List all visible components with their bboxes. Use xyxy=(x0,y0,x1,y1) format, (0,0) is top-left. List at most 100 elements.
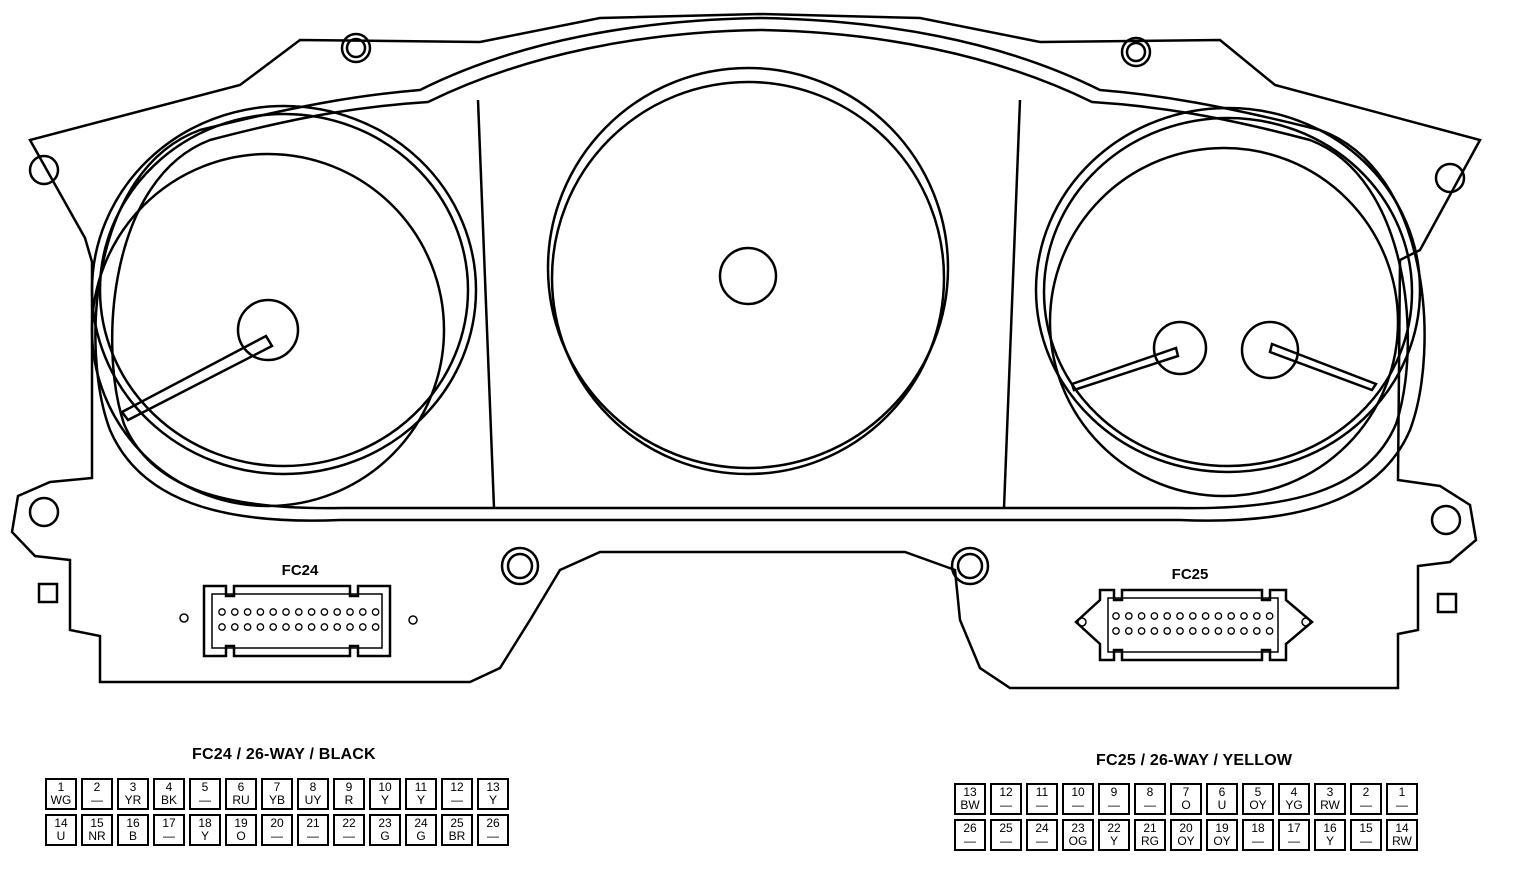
wire-color: — xyxy=(307,829,319,843)
wire-color: U xyxy=(56,829,66,843)
wire-color: — xyxy=(1036,834,1048,848)
wire-color: — xyxy=(1144,798,1156,812)
wire-color: — xyxy=(1252,834,1264,848)
pin-cell: 10— xyxy=(1062,783,1094,815)
wire-color: O xyxy=(236,829,246,843)
pin-number: 26 xyxy=(486,816,500,830)
divider-right xyxy=(1002,99,1022,509)
pin-number: 4 xyxy=(1290,785,1298,799)
left-gauge-mid xyxy=(98,112,470,468)
wire-color: — xyxy=(487,829,499,843)
wire-color: Y xyxy=(1109,834,1118,848)
pin-number: 13 xyxy=(486,780,500,794)
pin-number: 2 xyxy=(93,780,101,794)
center-gauge-outer xyxy=(546,66,950,470)
wire-color: OY xyxy=(1177,834,1195,848)
wire-color: — xyxy=(1000,798,1012,812)
wire-color: BW xyxy=(960,798,980,812)
wire-color: YG xyxy=(1285,798,1303,812)
connector-pin-hole xyxy=(371,608,380,616)
connector-pin-hole xyxy=(230,608,239,616)
pin-number: 20 xyxy=(270,816,284,830)
bezel-rim-inner xyxy=(111,28,1409,510)
pin-number: 3 xyxy=(1326,785,1334,799)
connector-pin-hole xyxy=(294,623,303,631)
connector-pin-hole xyxy=(1201,627,1210,635)
pin-cell: 5— xyxy=(189,778,221,810)
connector-pin-hole xyxy=(333,608,342,616)
pin-number: 15 xyxy=(90,816,104,830)
wire-color: O xyxy=(1181,798,1191,812)
connector-pin-hole xyxy=(294,608,303,616)
pin-number: 17 xyxy=(1287,821,1301,835)
connector-pin-hole xyxy=(1176,627,1184,635)
connector-pin-hole xyxy=(1265,612,1274,620)
pin-cell: 18— xyxy=(1242,819,1274,851)
wire-color: G xyxy=(380,829,390,843)
pin-number: 25 xyxy=(999,821,1013,835)
wire-color: OG xyxy=(1068,834,1088,848)
connector-pin-hole xyxy=(307,608,316,616)
pin-number: 25 xyxy=(450,816,464,830)
connector-pin-hole xyxy=(1201,612,1210,620)
wire-color: UY xyxy=(304,793,322,807)
wire-color: Y xyxy=(380,793,389,807)
connector-pin-hole xyxy=(1112,612,1120,620)
wire-color: — xyxy=(964,834,976,848)
connector-pin-hole xyxy=(320,608,329,616)
right-gauge-needle-right xyxy=(1268,342,1378,392)
pin-number: 13 xyxy=(963,785,977,799)
connector-pin-hole xyxy=(346,623,354,631)
pin-cell: 24— xyxy=(1026,819,1058,851)
wire-color: — xyxy=(451,793,463,807)
pin-number: 5 xyxy=(201,780,209,794)
pin-cell: 26— xyxy=(954,819,986,851)
center-gauge-dial xyxy=(550,80,946,476)
pin-number: 6 xyxy=(1218,785,1226,799)
right-gauge-hub-right xyxy=(1240,320,1300,380)
connector-pin-hole xyxy=(256,608,265,616)
wire-color: — xyxy=(343,829,355,843)
pin-number: 7 xyxy=(1182,785,1190,799)
pin-number: 1 xyxy=(57,780,65,794)
connector-pin-hole xyxy=(282,623,290,631)
wire-color: Y xyxy=(1325,834,1334,848)
pin-cell: 21— xyxy=(297,814,329,846)
pin-number: 12 xyxy=(999,785,1013,799)
connector-pin-hole xyxy=(282,608,290,616)
pin-number: 14 xyxy=(54,816,68,830)
wire-color: YB xyxy=(268,793,285,807)
connector-pin-hole xyxy=(1124,612,1133,620)
pin-number: 19 xyxy=(1215,821,1229,835)
pin-number: 24 xyxy=(1035,821,1049,835)
connector-pin-hole xyxy=(269,608,278,616)
pin-cell: 8— xyxy=(1134,783,1166,815)
wire-color: OY xyxy=(1249,798,1267,812)
wire-color: — xyxy=(199,793,211,807)
connector-pin-hole xyxy=(1227,612,1236,620)
pin-cell: 26— xyxy=(477,814,509,846)
pin-number: 18 xyxy=(1251,821,1265,835)
right-gauge-dial xyxy=(1048,146,1400,498)
pin-number: 11 xyxy=(414,780,428,794)
connector-pin-hole xyxy=(269,623,278,631)
pin-cell: 12— xyxy=(990,783,1022,815)
pin-number: 24 xyxy=(414,816,428,830)
wire-color: — xyxy=(1108,798,1120,812)
fc24-table-title: FC24 / 26-WAY / BLACK xyxy=(192,746,376,763)
pin-number: 1 xyxy=(1398,785,1406,799)
connector-pin-hole xyxy=(333,623,342,631)
